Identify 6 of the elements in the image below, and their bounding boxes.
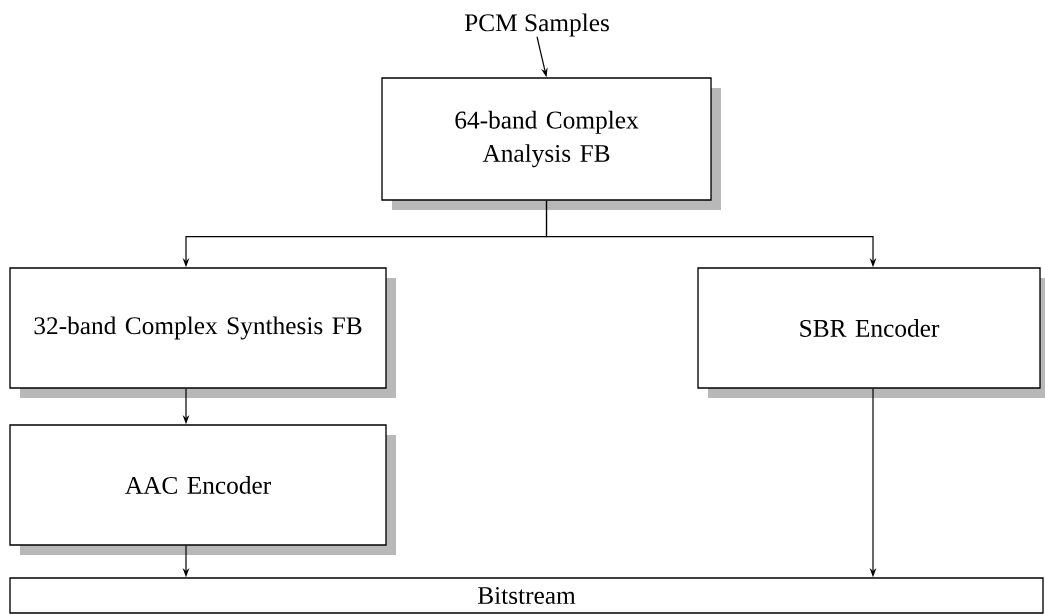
input-label: PCM Samples [464,13,609,37]
process-box: AAC Encoder [9,424,396,555]
process-box: 32-band Complex Synthesis FB [9,267,396,398]
process-box: SBR Encoder [697,267,1045,398]
output-bar: Bitstream [9,577,1044,614]
process-box: 64-band Complex Analysis FB [381,77,721,210]
